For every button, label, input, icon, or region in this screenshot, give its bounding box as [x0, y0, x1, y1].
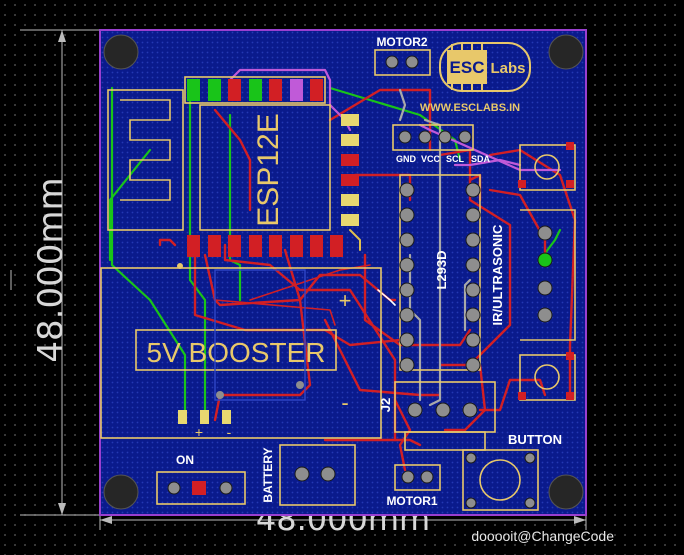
push-button-top — [518, 142, 576, 191]
booster-minus: - — [341, 390, 348, 415]
booster-label: 5V BOOSTER — [147, 337, 326, 368]
esp12e-outline — [107, 89, 331, 231]
motor1-label: MOTOR1 — [386, 494, 437, 508]
height-dimension-label: 48.000mm — [31, 177, 71, 362]
j2-connector — [394, 381, 496, 451]
esc-labs-logo — [439, 42, 531, 92]
booster-pads — [178, 410, 231, 424]
booster-plus: + — [339, 288, 352, 313]
header-pin-vcc: VCC — [421, 154, 441, 164]
led-array-bottom — [187, 235, 343, 257]
esp12e-label: ESP12E — [252, 113, 285, 226]
booster-component — [214, 269, 306, 401]
l293d-pins — [399, 182, 481, 373]
led-array-top — [184, 76, 326, 104]
motor2-connector — [374, 49, 431, 76]
header-pin-sda: SDA — [471, 154, 491, 164]
push-button-mid — [518, 352, 576, 401]
logo-chip-text: ESC — [450, 58, 485, 77]
logo-website: WWW.ESCLABS.IN — [420, 102, 520, 114]
booster-outline — [100, 263, 382, 439]
l293d-label: L293D — [434, 250, 449, 289]
header-pin-scl: SCL — [446, 154, 465, 164]
button-label: BUTTON — [508, 432, 562, 447]
bottom-minus: - — [227, 424, 232, 440]
logo-labs-text: Labs — [490, 60, 525, 77]
height-dimension — [10, 29, 100, 516]
battery-connector — [279, 444, 356, 506]
battery-label: BATTERY — [261, 447, 275, 502]
power-switch — [156, 471, 246, 505]
sensor-connector — [520, 209, 576, 341]
i2c-header — [392, 124, 474, 151]
j2-label: J2 — [378, 398, 393, 412]
side-pad-array — [341, 114, 359, 226]
motor2-label: MOTOR2 — [376, 35, 427, 49]
watermark-text: dooooit@ChangeCode — [471, 528, 614, 544]
push-button-main — [462, 449, 539, 511]
on-label: ON — [176, 453, 194, 467]
bottom-plus: + — [195, 424, 203, 440]
mounting-holes — [103, 34, 584, 510]
motor1-connector — [394, 464, 441, 491]
l293d-outline — [399, 174, 481, 371]
header-pin-gnd: GND — [396, 154, 417, 164]
sensor-label: IR/ULTRASONIC — [490, 224, 505, 325]
